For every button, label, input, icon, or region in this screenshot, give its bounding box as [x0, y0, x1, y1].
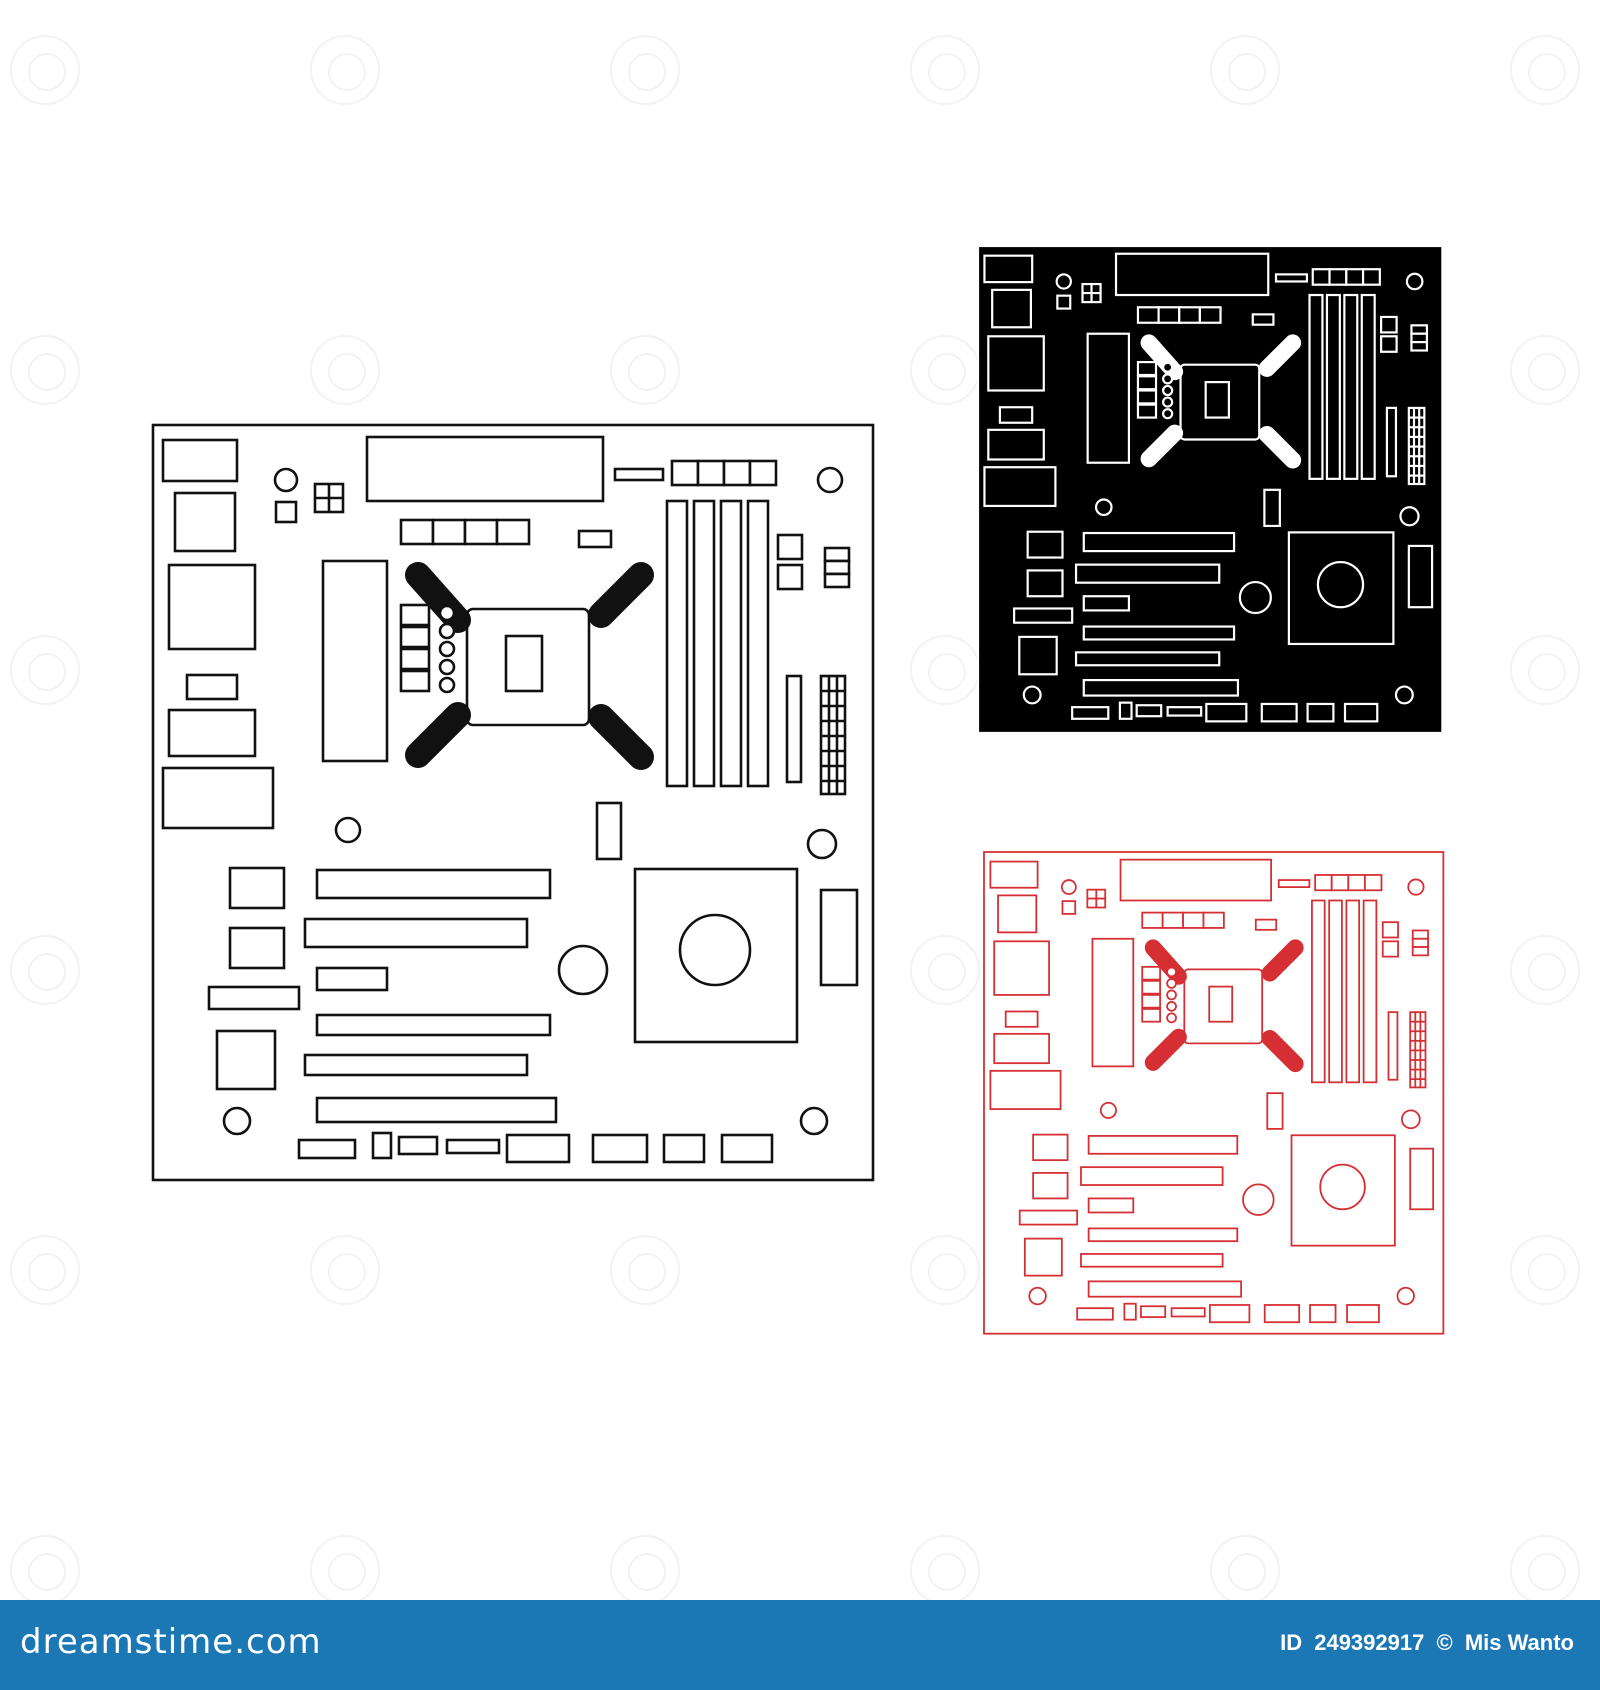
motherboard-outline-red — [984, 852, 1443, 1334]
motherboard-filled-black — [978, 246, 1442, 733]
watermark-spiral-icon — [1510, 935, 1580, 1005]
watermark-spiral-icon — [1510, 335, 1580, 405]
watermark-spiral-icon — [910, 935, 980, 1005]
watermark-spiral-icon — [610, 35, 680, 105]
watermark-spiral-icon — [10, 935, 80, 1005]
image-credit: ID 249392917 © Mis Wanto — [1274, 1630, 1574, 1656]
motherboard-outline-large — [153, 425, 873, 1180]
id-value: 249392917 — [1314, 1630, 1425, 1655]
watermark-spiral-icon — [910, 1235, 980, 1305]
watermark-spiral-icon — [10, 635, 80, 705]
watermark-spiral-icon — [610, 335, 680, 405]
footer-bar: dreamstime.com ID 249392917 © Mis Wanto — [0, 1600, 1600, 1690]
watermark-spiral-icon — [310, 335, 380, 405]
id-label: ID — [1280, 1630, 1303, 1655]
watermark-spiral-icon — [10, 1235, 80, 1305]
motherboard-illustrations — [0, 0, 1600, 1600]
watermark-spiral-icon — [310, 35, 380, 105]
copyright-symbol: © — [1436, 1630, 1453, 1655]
watermark-spiral-icon — [10, 35, 80, 105]
watermark-spiral-icon — [910, 35, 980, 105]
watermark-spiral-icon — [1510, 1235, 1580, 1305]
watermark-spiral-icon — [1510, 35, 1580, 105]
dreamstime-logo: dreamstime.com — [20, 1622, 322, 1662]
watermark-spiral-icon — [10, 335, 80, 405]
watermark-spiral-icon — [1510, 635, 1580, 705]
author-name: Mis Wanto — [1464, 1630, 1574, 1655]
watermark-spiral-icon — [610, 1235, 680, 1305]
brand-text: dreamstime.com — [20, 1622, 322, 1662]
watermark-spiral-icon — [1210, 35, 1280, 105]
watermark-spiral-icon — [310, 1235, 380, 1305]
